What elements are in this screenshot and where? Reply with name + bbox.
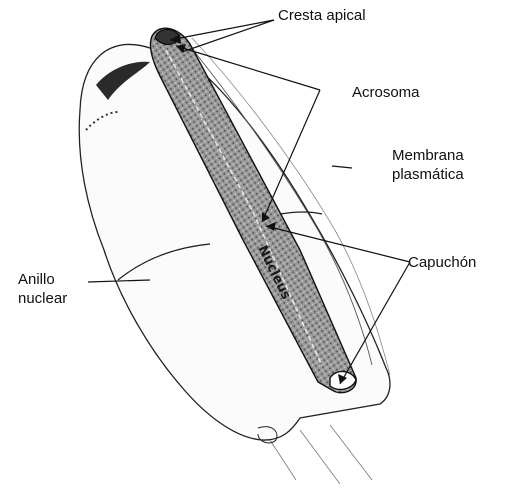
label-anillo-line2: nuclear (18, 289, 67, 308)
label-capuchon: Capuchón (408, 253, 476, 272)
label-cresta-apical: Cresta apical (278, 6, 366, 25)
label-membrana-line1: Membrana (392, 146, 464, 165)
label-anillo-nuclear: Anillo nuclear (18, 270, 67, 308)
label-membrana-line2: plasmática (392, 165, 464, 184)
label-anillo-line1: Anillo (18, 270, 67, 289)
label-acrosoma: Acrosoma (352, 83, 420, 102)
label-membrana-plasmatica: Membrana plasmática (392, 146, 464, 184)
